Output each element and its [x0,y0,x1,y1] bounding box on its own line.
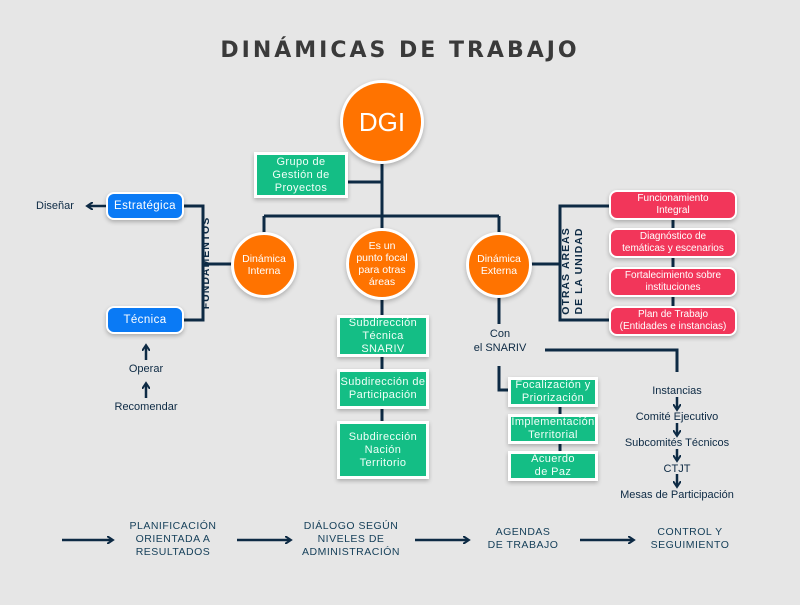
grupo-gestion-label: Grupo de Gestión de Proyectos [272,155,330,194]
process-step-control: CONTROL Y SEGUIMIENTO [650,526,730,551]
fundamentos-label: FUNDAMENTOS [200,216,212,310]
subdireccion-nacion-territorio-box: Subdirección Nación Territorio [337,421,429,479]
estrategica-box: Estratégica [106,192,184,220]
process-step-dialogo: DIÁLOGO SEGÚN NIVELES DE ADMINISTRACIÓN [301,520,400,558]
page-title: DINÁMICAS DE TRABAJO [220,38,580,63]
process-step-agendas: AGENDAS DE TRABAJO [487,526,559,551]
diagnostico-label: Diagnóstico de temáticas y escenarios [622,231,724,254]
otras-areas-label: OTRAS ÁREAS DE LA UNIDAD [560,227,585,315]
process-step-planificacion: PLANIFICACIÓN ORIENTADA A RESULTADOS [129,520,217,558]
punto-focal-node: Es un punto focal para otras áreas [346,228,418,300]
plan-trabajo-label: Plan de Trabajo (Entidades e instancias) [619,309,727,332]
comite-ejecutivo-label: Comité Ejecutivo [635,411,719,423]
subdireccion-participacion-label: Subdirección de Participación [340,376,426,401]
diagnostico-box: Diagnóstico de temáticas y escenarios [609,228,737,258]
subdireccion-tecnica-snariv-box: Subdirección Técnica SNARIV [337,315,429,357]
implementacion-label: Implementación Territorial [511,416,595,441]
operar-label: Operar [128,363,164,375]
con-snariv-label: Con el SNARIV [473,328,527,354]
tecnica-label: Técnica [123,314,167,326]
instancias-label: Instancias [652,385,702,397]
estrategica-label: Estratégica [114,200,176,212]
subdireccion-tecnica-label: Subdirección Técnica SNARIV [348,316,418,355]
subcomites-tecnicos-label: Subcomités Técnicos [624,437,730,449]
plan-trabajo-box: Plan de Trabajo (Entidades e instancias) [609,306,737,336]
fortalecimiento-box: Fortalecimiento sobre instituciones [609,267,737,297]
implementacion-territorial-box: Implementación Territorial [508,414,598,444]
dinamica-externa-node: Dinámica Externa [466,232,532,298]
recomendar-label: Recomendar [114,401,178,413]
dgi-node: DGI [340,80,424,164]
mesas-participacion-label: Mesas de Participación [620,489,734,501]
subdireccion-nacion-label: Subdirección Nación Territorio [348,430,418,469]
acuerdo-paz-label: Acuerdo de Paz [531,453,575,478]
ctjt-label: CTJT [663,463,691,475]
focalizacion-label: Focalización y Priorización [515,379,591,404]
funcionamiento-integral-label: Funcionamiento Integral [637,193,709,216]
disenar-label: Diseñar [36,200,74,212]
dinamica-interna-node: Dinámica Interna [231,232,297,298]
dgi-label: DGI [358,107,406,137]
acuerdo-paz-box: Acuerdo de Paz [508,451,598,481]
funcionamiento-integral-box: Funcionamiento Integral [609,190,737,220]
punto-focal-label: Es un punto focal para otras áreas [356,240,408,288]
fortalecimiento-label: Fortalecimiento sobre instituciones [624,270,722,293]
tecnica-box: Técnica [106,306,184,334]
grupo-gestion-proyectos-box: Grupo de Gestión de Proyectos [254,152,348,198]
focalizacion-box: Focalización y Priorización [508,377,598,407]
subdireccion-participacion-box: Subdirección de Participación [337,369,429,409]
dinamica-interna-label: Dinámica Interna [242,253,286,277]
dinamica-externa-label: Dinámica Externa [477,253,521,277]
